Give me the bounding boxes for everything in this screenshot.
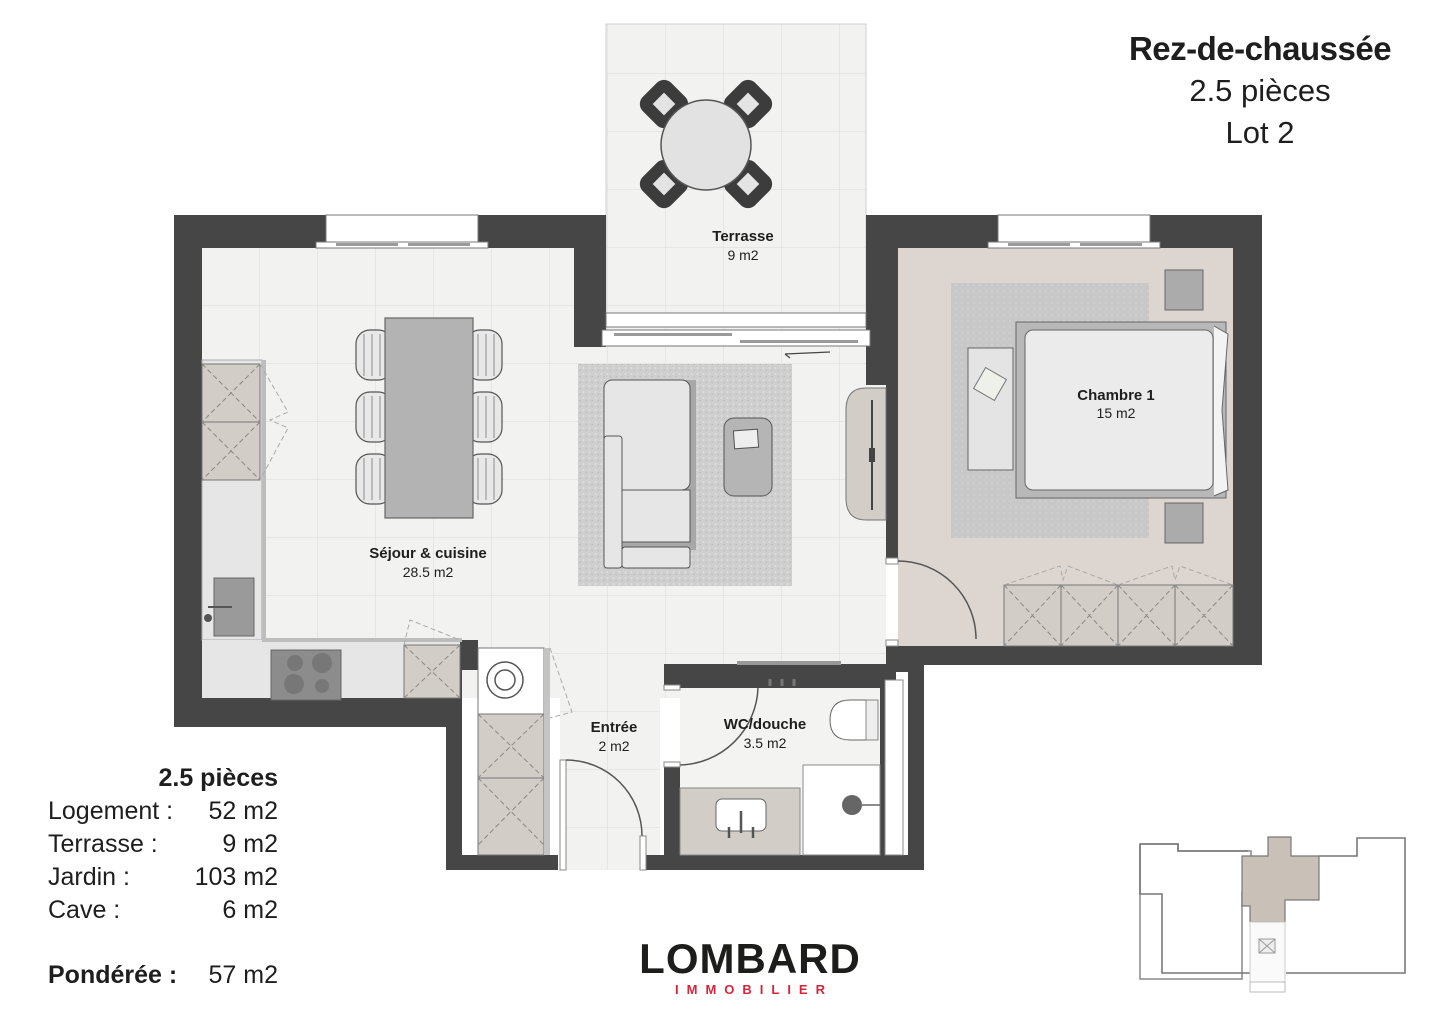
terrace-table-icon <box>639 79 773 209</box>
room-label-terrasse: Terrasse <box>712 228 773 245</box>
summary-weighted-value: 57 m2 <box>208 961 278 989</box>
lombard-logo: LOMBARD IMMOBILIER <box>620 935 880 998</box>
summary-value: 52 m2 <box>208 797 278 825</box>
dining-table-icon <box>355 317 503 519</box>
summary-row: Cave : 6 m2 <box>48 894 278 927</box>
terrasse-area <box>605 23 867 337</box>
sofa-icon <box>603 379 696 569</box>
room-label-entree: Entrée <box>591 719 638 736</box>
room-area-wc: 3.5 m2 <box>744 735 787 751</box>
title-block: Rez-de-chaussée 2.5 pièces Lot 2 <box>1110 28 1410 154</box>
room-label-wc: WC/douche <box>724 716 807 733</box>
summary-row: Logement : 52 m2 <box>48 795 278 828</box>
floor-title: Rez-de-chaussée <box>1128 30 1392 67</box>
summary-row: Terrasse : 9 m2 <box>48 828 278 861</box>
wardrobe <box>1003 565 1234 647</box>
bedroom-furniture <box>951 269 1234 647</box>
lot-number: Lot 2 <box>1225 115 1295 150</box>
room-area-sejour: 28.5 m2 <box>403 564 454 580</box>
entry-closets <box>477 647 573 856</box>
walls <box>174 215 1262 870</box>
entrance-door[interactable] <box>559 759 647 871</box>
wc-door[interactable] <box>663 684 759 768</box>
logo-subtitle: IMMOBILIER <box>675 982 833 997</box>
tv-cabinet <box>845 387 887 521</box>
summary-label: Jardin : <box>48 863 130 891</box>
bedroom-door[interactable] <box>885 557 977 647</box>
logo-brand: LOMBARD <box>639 935 861 982</box>
area-summary: 2.5 pièces Logement : 52 m2 Terrasse : 9… <box>48 762 278 992</box>
summary-weighted-row: Pondérée : 57 m2 <box>48 959 278 992</box>
armchair-icon <box>723 417 773 497</box>
terrace-sliding-door <box>601 312 871 359</box>
room-area-chambre: 15 m2 <box>1097 405 1136 421</box>
room-area-entree: 2 m2 <box>598 738 629 754</box>
summary-label: Terrasse : <box>48 830 158 858</box>
living-rug <box>578 364 792 586</box>
key-plan <box>1139 836 1406 993</box>
summary-value: 6 m2 <box>222 896 278 924</box>
rooms-count: 2.5 pièces <box>1189 73 1331 108</box>
room-label-sejour: Séjour & cuisine <box>369 545 487 562</box>
summary-value: 103 m2 <box>194 863 278 891</box>
kitchen <box>201 359 462 701</box>
cooktop-icon <box>270 649 342 701</box>
summary-label: Logement : <box>48 797 174 825</box>
washing-machine-icon <box>486 661 524 699</box>
washbasin-icon <box>679 787 801 856</box>
summary-title: 2.5 pièces <box>158 764 278 792</box>
key-plan-highlight <box>1241 836 1320 923</box>
window-sejour <box>315 214 489 249</box>
shower-icon <box>802 764 881 856</box>
summary-row: Jardin : 103 m2 <box>48 861 278 894</box>
summary-value: 9 m2 <box>222 830 278 858</box>
summary-label: Cave : <box>48 896 121 924</box>
bathroom <box>679 661 904 856</box>
toilet-icon <box>829 699 879 741</box>
room-label-chambre: Chambre 1 <box>1077 387 1155 404</box>
summary-weighted-label: Pondérée : <box>48 961 178 989</box>
window-chambre <box>987 214 1161 249</box>
bed-icon <box>1015 321 1229 499</box>
room-area-terrasse: 9 m2 <box>727 247 758 263</box>
